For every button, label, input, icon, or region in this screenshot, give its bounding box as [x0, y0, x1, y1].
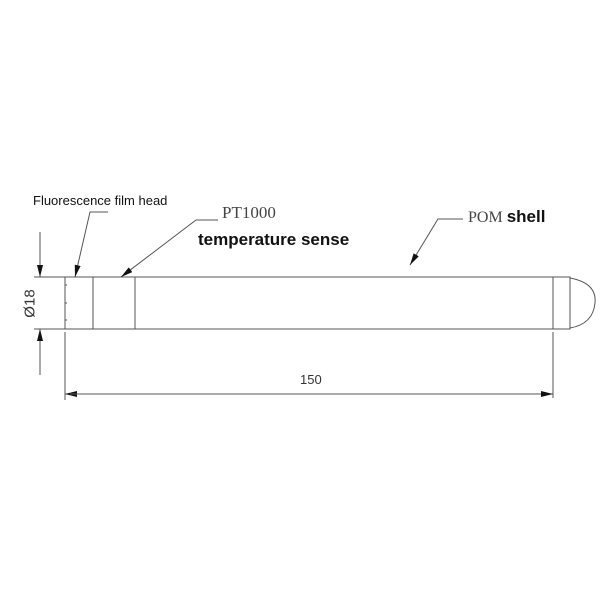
- pom-leader: [409, 218, 463, 266]
- fluorescence-leader: [74, 211, 108, 278]
- probe-body: [64, 276, 554, 330]
- pom-shell-label: POM shell: [468, 207, 545, 227]
- pom-text: POM: [468, 209, 503, 226]
- fluorescence-label: Fluorescence film head: [33, 193, 168, 208]
- end-dome: [569, 277, 596, 329]
- pt1000-leader: [120, 219, 218, 278]
- temperature-sense-label: temperature sense: [198, 230, 350, 249]
- shell-text: shell: [506, 207, 546, 226]
- length-dimension-text: 150: [300, 372, 322, 387]
- end-cap-band: [552, 276, 571, 330]
- pt1000-label: PT1000: [222, 203, 276, 222]
- diameter-dimension-text: Ø18: [21, 289, 39, 318]
